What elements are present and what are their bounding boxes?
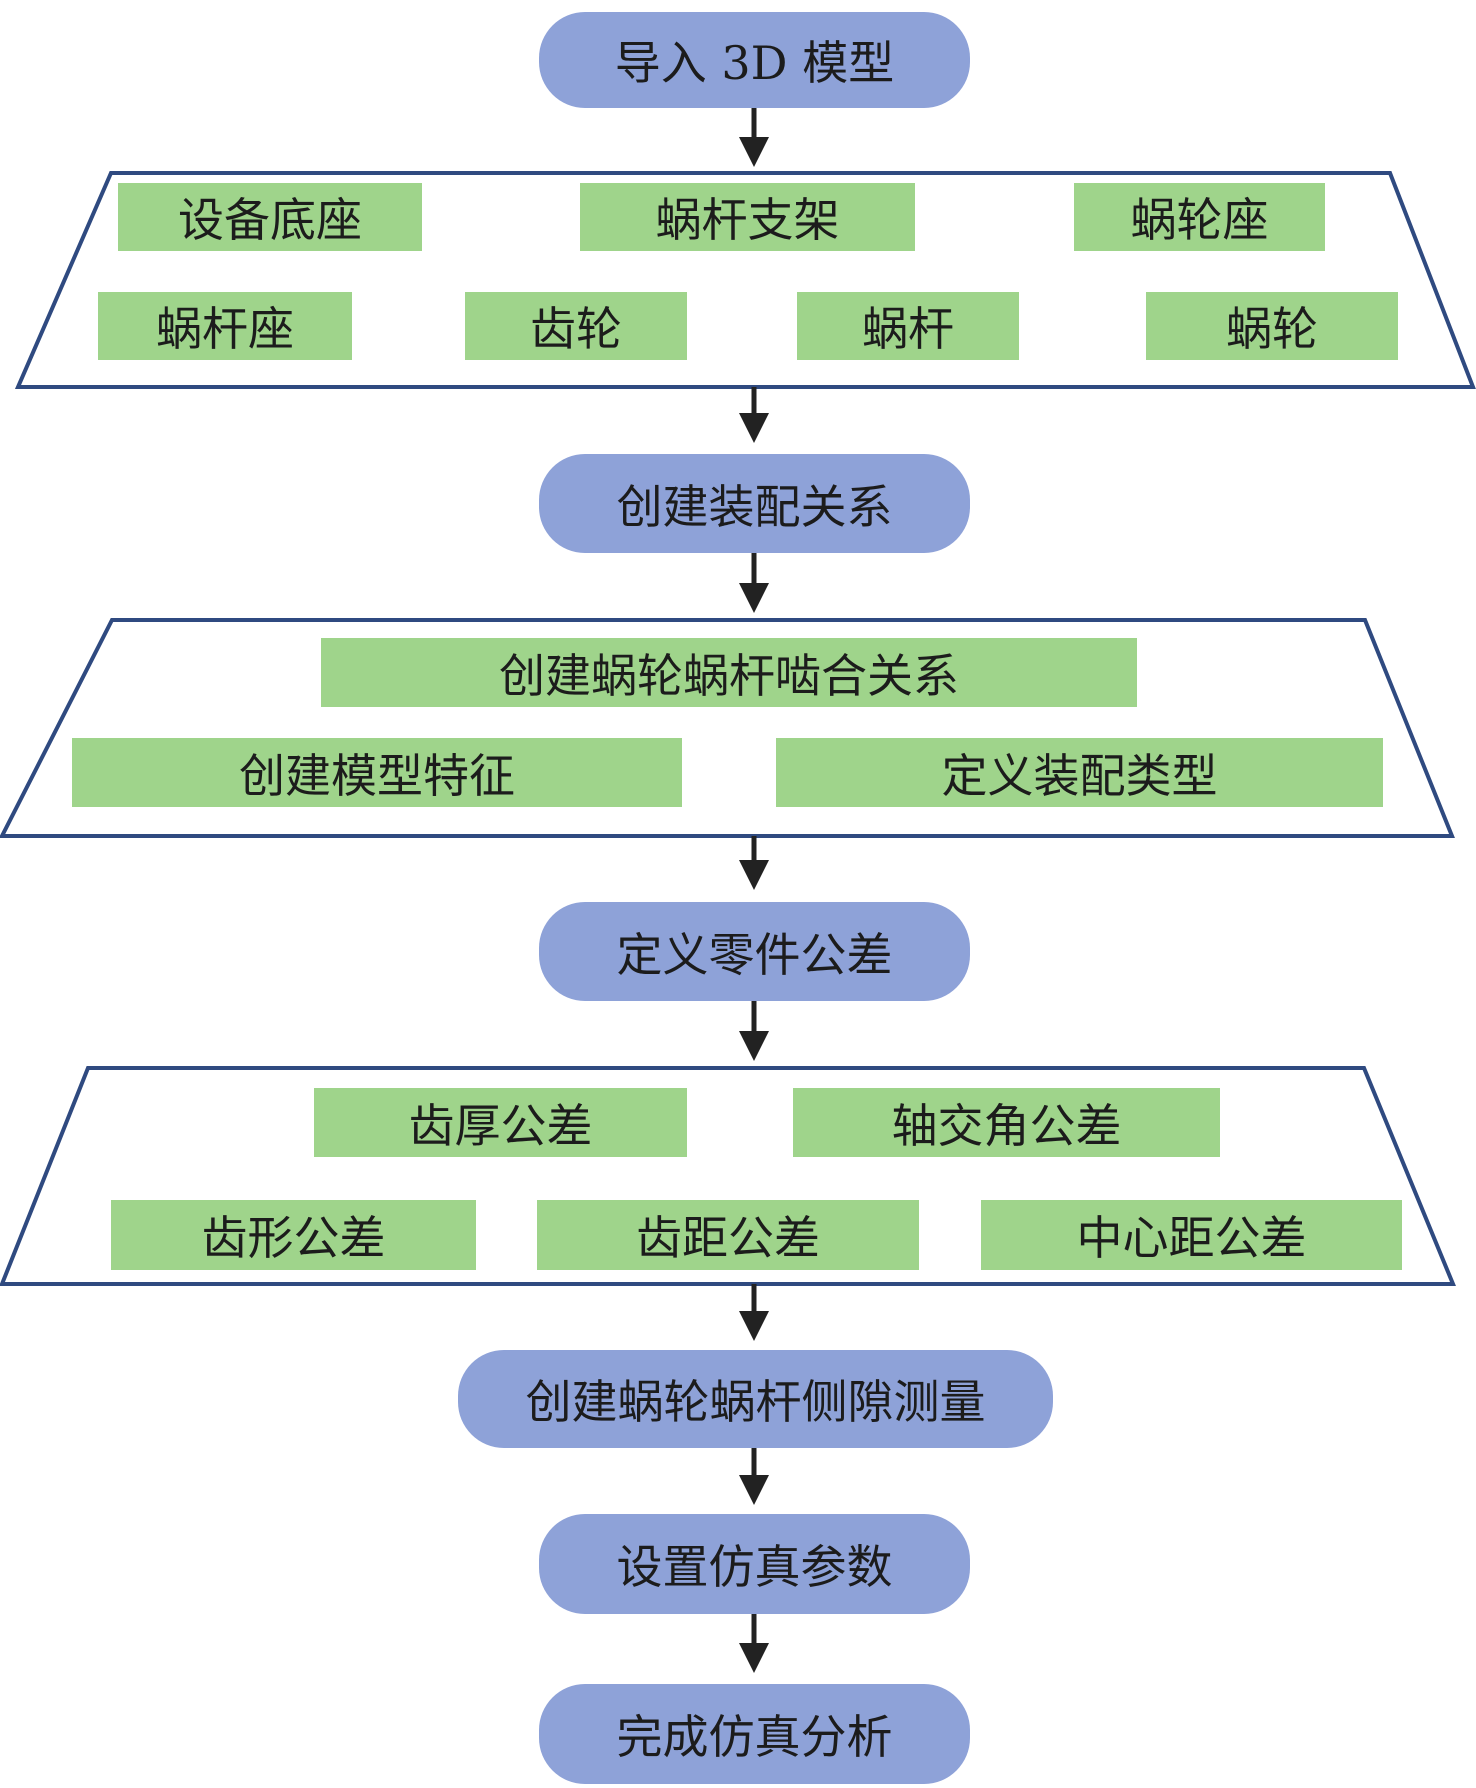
step-define-tolerance: 定义零件公差 bbox=[539, 902, 970, 1001]
assembly-model-features: 创建模型特征 bbox=[72, 738, 682, 807]
tolerance-tooth-profile: 齿形公差 bbox=[111, 1200, 476, 1270]
tolerance-tooth-thickness: 齿厚公差 bbox=[314, 1088, 687, 1157]
part-worm: 蜗杆 bbox=[797, 292, 1019, 360]
tolerance-pitch: 齿距公差 bbox=[537, 1200, 919, 1270]
tolerance-center-distance: 中心距公差 bbox=[981, 1200, 1402, 1270]
step-finish-analysis: 完成仿真分析 bbox=[539, 1684, 970, 1784]
assembly-group-frame bbox=[0, 618, 1455, 838]
part-base: 设备底座 bbox=[118, 183, 422, 251]
tolerance-shaft-angle: 轴交角公差 bbox=[793, 1088, 1220, 1157]
assembly-define-types: 定义装配类型 bbox=[776, 738, 1383, 807]
part-wheel-seat: 蜗轮座 bbox=[1074, 183, 1325, 251]
part-gear: 齿轮 bbox=[465, 292, 687, 360]
tolerance-group-frame bbox=[0, 1066, 1456, 1286]
part-worm-wheel: 蜗轮 bbox=[1146, 292, 1398, 360]
step-import-model: 导入 3D 模型 bbox=[539, 12, 970, 108]
step-create-backlash-measure: 创建蜗轮蜗杆侧隙测量 bbox=[458, 1350, 1053, 1448]
parts-group-frame bbox=[14, 171, 1476, 389]
step-set-params: 设置仿真参数 bbox=[539, 1514, 970, 1614]
assembly-mesh-relation: 创建蜗轮蜗杆啮合关系 bbox=[321, 638, 1137, 707]
part-worm-seat: 蜗杆座 bbox=[98, 292, 352, 360]
step-create-assembly: 创建装配关系 bbox=[539, 454, 970, 553]
part-worm-bracket: 蜗杆支架 bbox=[580, 183, 915, 251]
